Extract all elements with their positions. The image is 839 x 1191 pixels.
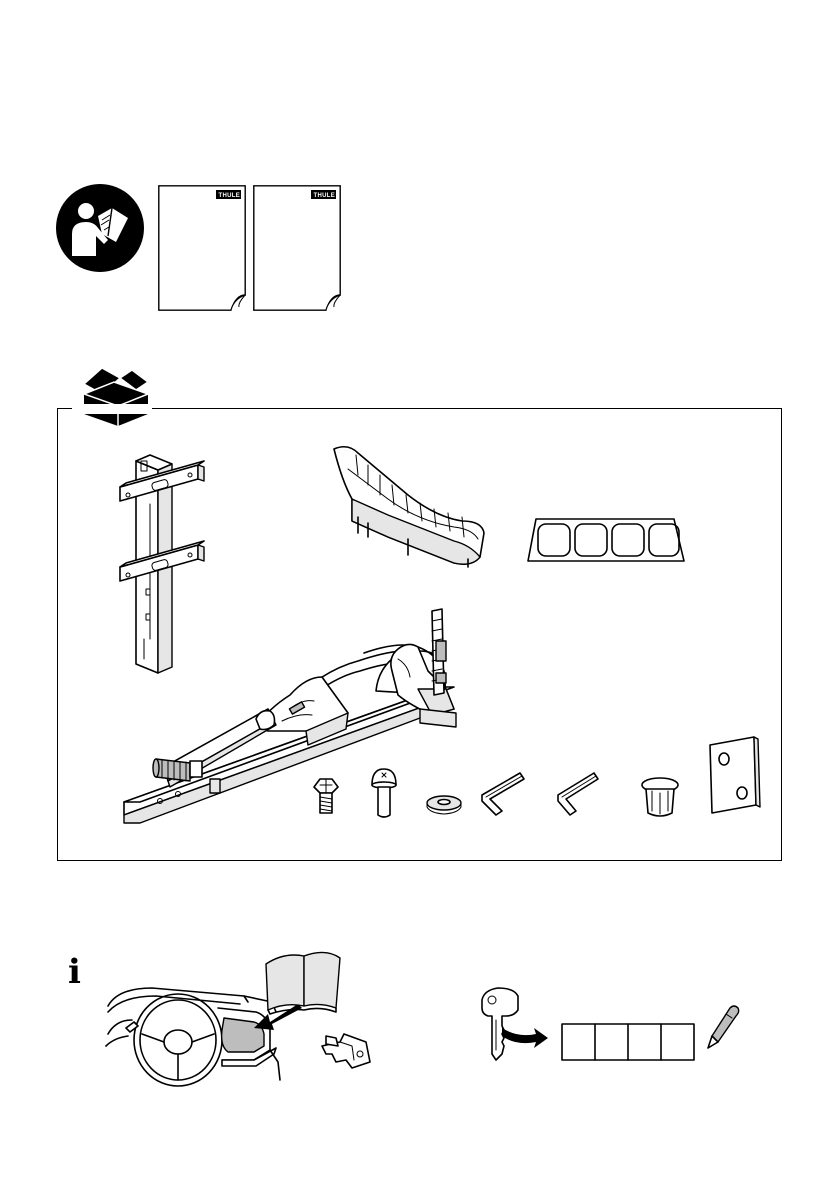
manual-brand-label: THULE bbox=[219, 193, 241, 199]
manual-book-icon bbox=[266, 952, 340, 1014]
allen-key-part bbox=[482, 773, 524, 815]
allen-key-part-2 bbox=[558, 773, 598, 815]
plate-part bbox=[710, 737, 760, 813]
key-icon bbox=[482, 988, 518, 1060]
read-manual-icon bbox=[56, 184, 144, 272]
parts-illustration bbox=[58, 409, 781, 860]
manual-document-2: THULE bbox=[253, 185, 341, 311]
end-cap-part bbox=[642, 778, 678, 816]
bike-arm-part bbox=[124, 609, 456, 823]
pen-icon bbox=[708, 1006, 739, 1048]
screw-part bbox=[314, 779, 338, 813]
car-dashboard-illustration bbox=[104, 950, 380, 1080]
manual-brand-label: THULE bbox=[314, 193, 336, 199]
washer-part bbox=[427, 796, 461, 814]
key-code-boxes bbox=[562, 1024, 694, 1060]
mast-part bbox=[120, 455, 204, 673]
info-icon: i bbox=[68, 952, 92, 988]
key-code-illustration bbox=[476, 986, 744, 1066]
manual-document-1: THULE bbox=[158, 185, 246, 311]
wheel-cradle-part bbox=[334, 447, 484, 567]
reflector-strip-part bbox=[528, 519, 684, 561]
info-glyph: i bbox=[68, 952, 81, 992]
key-icon bbox=[322, 1034, 370, 1068]
bolt-part bbox=[372, 769, 396, 817]
